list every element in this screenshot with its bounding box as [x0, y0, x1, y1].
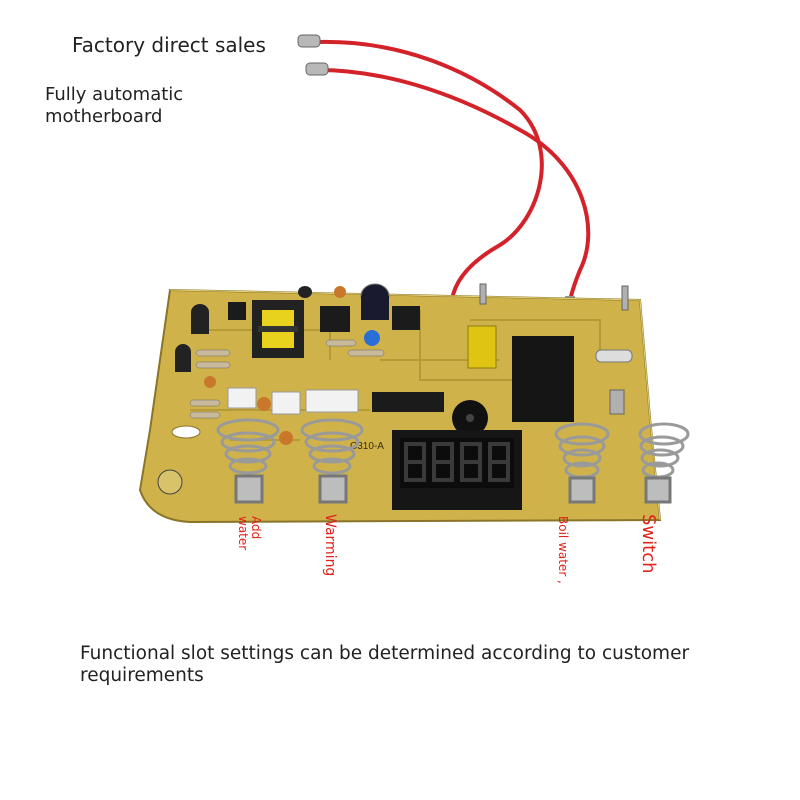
mounting-hole: [171, 425, 201, 439]
board-model-label: C310-A: [350, 441, 384, 452]
spade-terminals: [479, 283, 629, 415]
spring-contacts: [216, 418, 690, 504]
add-water-label: Add water: [236, 516, 263, 551]
motherboard-caption: Fully automatic motherboard: [45, 84, 184, 127]
yellow-capacitor: [467, 325, 497, 369]
spring-add-water: [216, 418, 280, 504]
chips: [228, 302, 444, 412]
warming-label: Warming: [322, 514, 338, 577]
spring-switch: [638, 422, 690, 504]
capacitors: [175, 283, 390, 372]
boil-water-label: Boil water ,: [556, 516, 570, 584]
ceramic-capacitors: [204, 286, 346, 445]
resistors: [189, 339, 385, 419]
wire-terminals: [297, 34, 575, 306]
spring-warming: [300, 418, 364, 504]
relay: [512, 336, 574, 422]
switch-label: Switch: [638, 514, 659, 574]
led-display: [392, 430, 522, 510]
factory-sales-caption: Factory direct sales: [72, 33, 266, 57]
connectors: [227, 387, 359, 415]
red-wires: [316, 39, 591, 302]
buzzer: [452, 400, 488, 436]
fuse: [595, 349, 633, 363]
transformer: [252, 300, 304, 358]
potentiometer: [157, 469, 183, 495]
spring-boil-water: [554, 422, 610, 504]
functional-slot-caption: Functional slot settings can be determin…: [80, 643, 690, 686]
